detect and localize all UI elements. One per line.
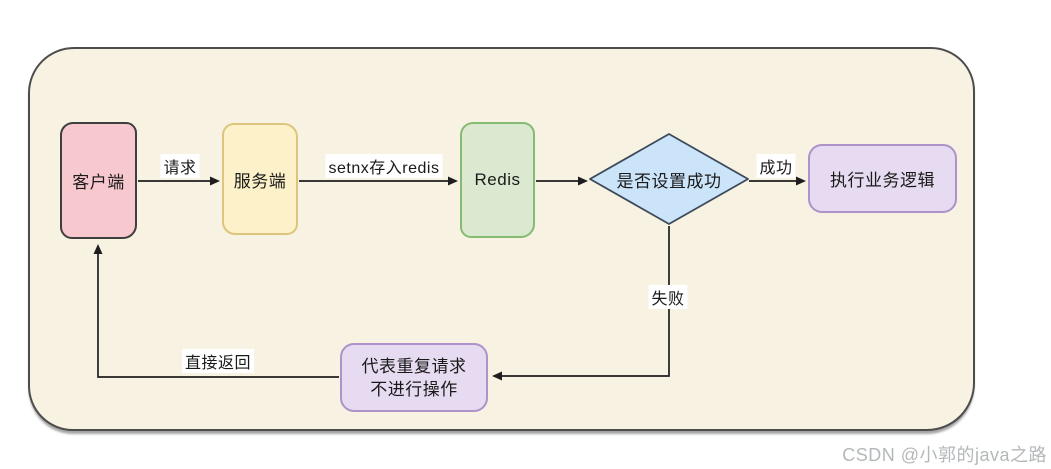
edge-label-direct-return: 直接返回 <box>181 349 255 373</box>
node-redis: Redis <box>460 122 535 238</box>
edge-label-request: 请求 <box>160 154 200 178</box>
edge-label-success: 成功 <box>756 154 796 178</box>
node-server: 服务端 <box>222 123 298 235</box>
edge-label-fail: 失败 <box>648 285 688 309</box>
node-client-label: 客户端 <box>72 173 125 192</box>
node-redis-label: Redis <box>474 170 521 189</box>
flowchart-board <box>28 47 975 431</box>
watermark: CSDN @小郭的java之路 <box>842 445 1047 465</box>
edge-label-setnx: setnx存入redis <box>325 154 443 178</box>
node-duplicate-label-line1: 代表重复请求 <box>361 356 467 376</box>
node-duplicate-label-line2: 不进行操作 <box>370 379 458 399</box>
node-business-label: 执行业务逻辑 <box>830 171 935 190</box>
node-duplicate-request: 代表重复请求 不进行操作 <box>340 343 488 412</box>
node-server-label: 服务端 <box>233 171 287 191</box>
node-client: 客户端 <box>60 122 137 239</box>
node-decision-label: 是否设置成功 <box>616 171 722 191</box>
node-decision: 是否设置成功 <box>589 133 749 225</box>
node-business-logic: 执行业务逻辑 <box>808 144 957 213</box>
